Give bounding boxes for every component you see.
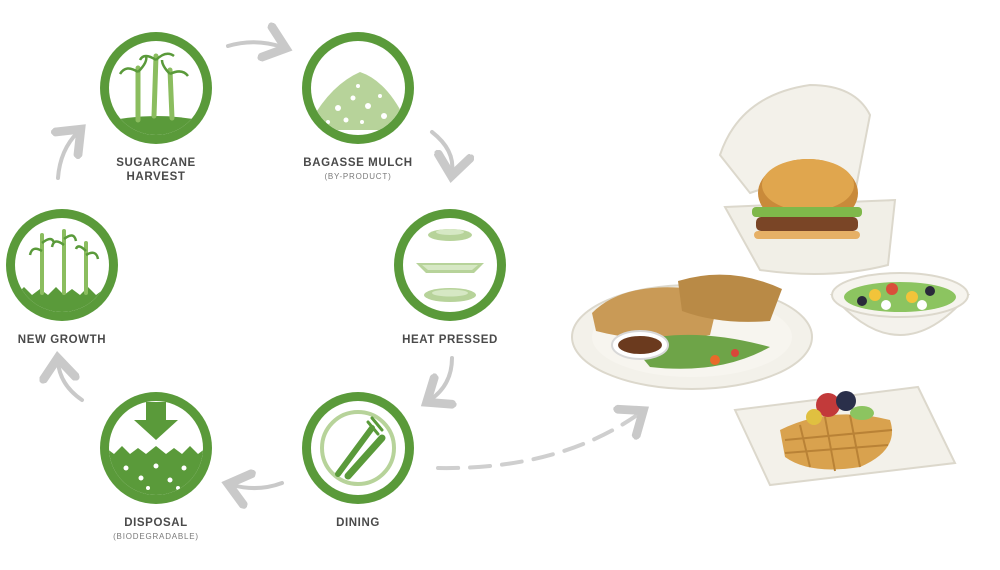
sprouting-cane-icon — [6, 209, 118, 321]
stage-sublabel: (BIODEGRADABLE) — [113, 532, 199, 541]
stage-label: NEW GROWTH — [17, 334, 107, 346]
mulch-pile-icon — [302, 32, 414, 144]
clamshell-burger-box — [718, 83, 897, 275]
stage-label: DINING — [336, 517, 380, 529]
down-arrow-soil-icon — [100, 392, 212, 504]
stage-sublabel: (BY-PRODUCT) — [324, 172, 392, 181]
stage-label: DISPOSAL — [124, 517, 188, 529]
stage-label: BAGASSE MULCH — [303, 157, 413, 169]
stage-bagasse-mulch: BAGASSE MULCH (BY-PRODUCT) — [238, 28, 478, 181]
arrow-pressed-to-dining — [430, 356, 452, 400]
arrow-growth-to-harvest — [58, 132, 78, 180]
sugarcane-icon — [100, 32, 212, 144]
stage-disposal: DISPOSAL (BIODEGRADABLE) — [36, 388, 276, 541]
bagasse-food-containers-image — [571, 83, 971, 487]
stacked-plates-icon — [394, 209, 506, 321]
panini-plate — [571, 274, 813, 390]
arrow-harvest-to-mulch — [226, 42, 282, 47]
arrow-dining-to-disposal — [232, 483, 284, 488]
waffle-plate — [733, 385, 957, 487]
stage-sugarcane-harvest: SUGARCANE HARVEST — [36, 28, 276, 184]
fork-knife-icon — [302, 392, 414, 504]
stage-label: SUGARCANE HARVEST — [116, 157, 196, 183]
stage-dining: DINING — [238, 388, 478, 530]
arrow-mulch-to-pressed — [430, 130, 452, 172]
stage-heat-pressed: HEAT PRESSED — [330, 205, 570, 347]
arrow-dining-to-products — [436, 413, 640, 471]
stage-new-growth: NEW GROWTH — [0, 205, 182, 347]
arrow-disposal-to-growth — [58, 362, 84, 402]
stage-label: HEAT PRESSED — [402, 334, 498, 346]
salad-bowl — [829, 272, 971, 336]
